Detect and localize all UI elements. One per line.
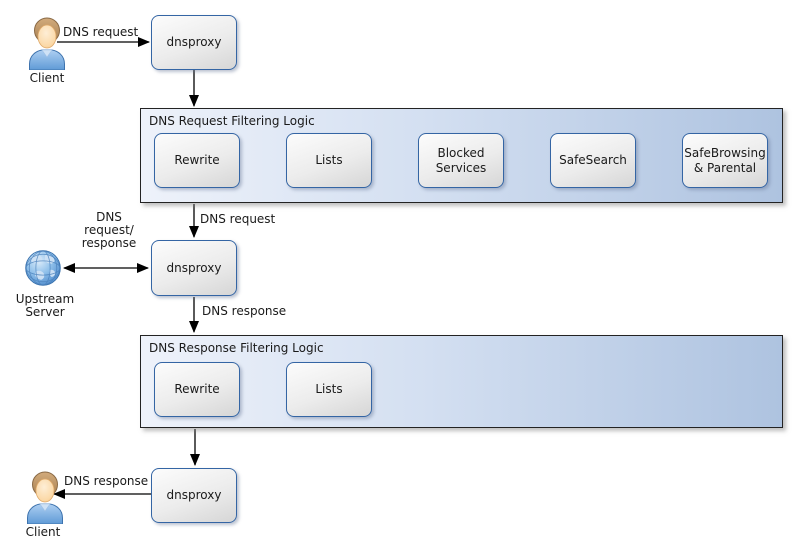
response-filtering-title: DNS Response Filtering Logic	[149, 341, 324, 355]
dnsproxy-top-box: dnsproxy	[151, 15, 237, 70]
response-filtering-container: DNS Response Filtering Logic Rewrite Lis…	[140, 335, 783, 428]
dnsproxy-bottom-label: dnsproxy	[166, 488, 222, 502]
edge-label-dns-response-mid: DNS response	[202, 304, 287, 318]
step-blocked-services: Blocked Services	[418, 133, 504, 188]
edge-label-upstream-line3: response	[81, 236, 137, 250]
edge-label-upstream: DNS request/ response	[76, 211, 142, 250]
request-filtering-title: DNS Request Filtering Logic	[149, 114, 315, 128]
client-top-label: Client	[29, 71, 65, 85]
step-rewrite-request-label: Rewrite	[174, 153, 220, 167]
dnsproxy-mid-label: dnsproxy	[166, 260, 222, 275]
dnsproxy-mid-box: dnsproxy	[151, 240, 237, 296]
step-rewrite-request: Rewrite	[154, 133, 240, 188]
upstream-server-label: Upstream Server	[15, 292, 75, 319]
edge-label-dns-response-bottom: DNS response	[64, 474, 149, 488]
client-icon	[29, 17, 65, 71]
step-blocked-services-label: Blocked Services	[435, 145, 487, 175]
client-bottom-label: Client	[25, 525, 61, 539]
client-bottom-node	[26, 471, 64, 525]
dnsproxy-bottom-box: dnsproxy	[151, 468, 237, 523]
client-top-node	[28, 17, 66, 71]
step-lists-request-label: Lists	[315, 153, 343, 167]
edge-label-upstream-line1: DNS	[96, 210, 122, 224]
upstream-server-node	[24, 249, 62, 287]
step-safebrowsing-parental: SafeBrowsing & Parental	[682, 133, 768, 188]
step-safebrowsing-parental-label: SafeBrowsing & Parental	[684, 145, 766, 175]
step-lists-request: Lists	[286, 133, 372, 188]
edge-label-dns-request-mid: DNS request	[200, 212, 276, 226]
step-lists-response-label: Lists	[315, 382, 343, 396]
step-lists-response: Lists	[286, 362, 372, 417]
step-safesearch-label: SafeSearch	[559, 153, 627, 167]
dnsproxy-top-label: dnsproxy	[166, 35, 222, 49]
step-rewrite-response: Rewrite	[154, 362, 240, 417]
edge-label-dns-request-top: DNS request	[63, 25, 139, 39]
edge-label-upstream-line2: request/	[84, 223, 134, 237]
globe-icon	[25, 250, 61, 286]
client-icon	[27, 471, 63, 525]
step-rewrite-response-label: Rewrite	[174, 382, 220, 396]
step-safesearch: SafeSearch	[550, 133, 636, 188]
request-filtering-container: DNS Request Filtering Logic Rewrite List…	[140, 108, 783, 203]
